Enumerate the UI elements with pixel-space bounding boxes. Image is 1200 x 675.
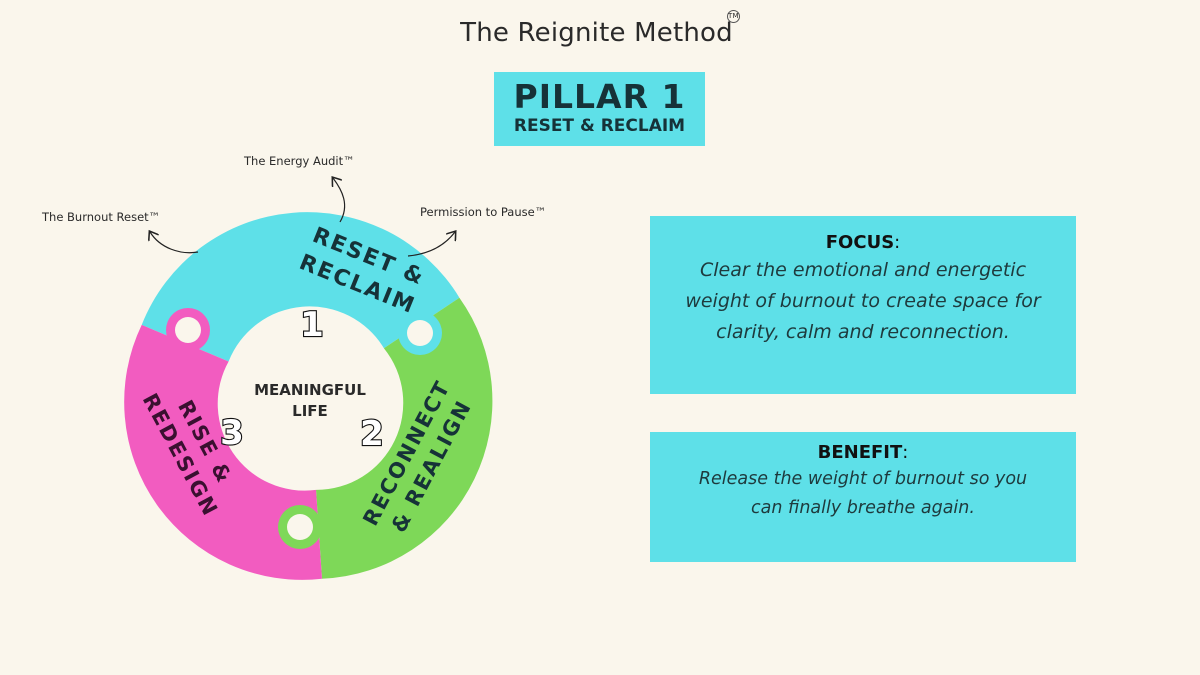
benefit-heading: BENEFIT:: [817, 442, 909, 463]
puzzle-knob-green-inner: [287, 514, 313, 540]
tool-energy-audit: The Energy Audit™: [244, 154, 355, 168]
segment-3-shape: [124, 324, 322, 580]
benefit-card: BENEFIT: Release the weight of burnout s…: [650, 432, 1076, 562]
puzzle-knob-pink-inner: [175, 317, 201, 343]
pillar-badge: PILLAR 1 RESET & RECLAIM: [494, 72, 705, 146]
center-label-line-1: MEANINGFUL: [254, 381, 366, 399]
center-circle: [224, 317, 396, 489]
benefit-text: Release the weight of burnout so you can…: [698, 469, 1028, 518]
center-label-line-2: LIFE: [292, 402, 328, 420]
focus-heading: FOCUS:: [825, 232, 901, 253]
segment-3-number: 3: [220, 413, 244, 453]
page-title: The Reignite MethodTM: [460, 10, 740, 48]
trademark-badge: TM: [726, 10, 740, 23]
arrow-energy-audit: [333, 178, 346, 223]
pillar-name: RESET & RECLAIM: [513, 116, 686, 136]
segment-2-number: 2: [360, 414, 384, 454]
arrow-permission-pause: [407, 232, 455, 257]
segment-1-number: 1: [300, 305, 324, 345]
focus-card: FOCUS: Clear the emotional and energetic…: [650, 216, 1076, 394]
tool-burnout-reset: The Burnout Reset™: [42, 210, 161, 224]
puzzle-knob-blue-inner: [407, 320, 433, 346]
segment-1-shape: [141, 212, 460, 362]
focus-text: Clear the emotional and energetic weight…: [685, 259, 1041, 343]
segment-2-shape: [316, 297, 493, 579]
tool-permission-pause: Permission to Pause™: [420, 205, 547, 219]
arrow-burnout-reset: [150, 232, 199, 254]
method-wheel: RESET & RECLAIM RECONNECT & REALIGN RISE…: [124, 140, 493, 580]
pillar-number: PILLAR 1: [513, 77, 686, 116]
